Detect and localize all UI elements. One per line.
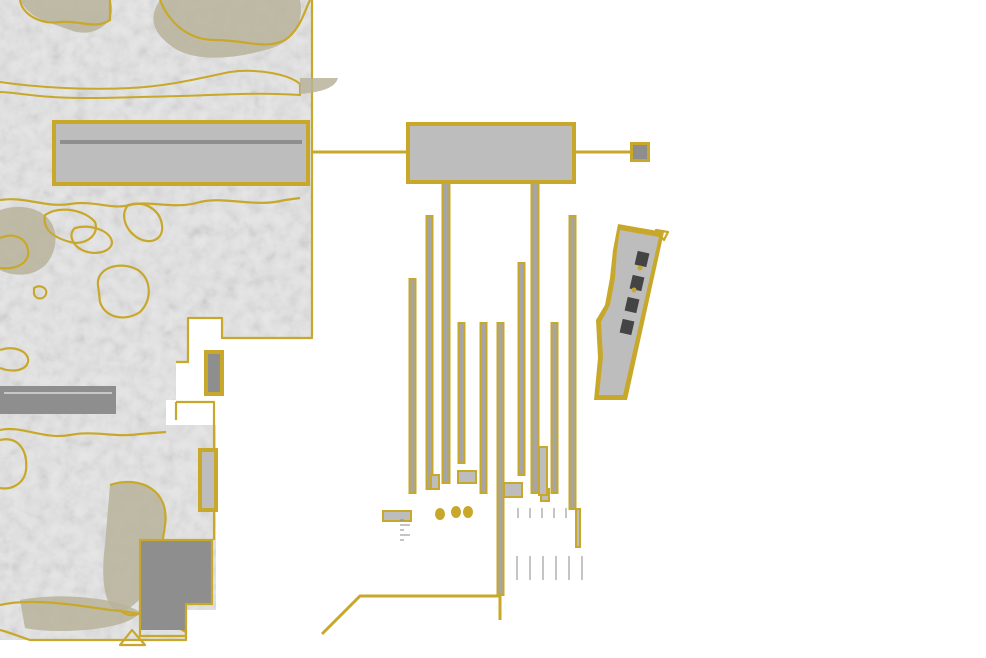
terminal-icon xyxy=(406,122,576,184)
building-long-middle xyxy=(0,386,116,414)
building-module xyxy=(624,296,640,314)
zone-west-small xyxy=(32,285,48,300)
road-south xyxy=(320,594,502,636)
pier-end-building-roof xyxy=(384,512,410,520)
pier-surface xyxy=(443,184,449,482)
pier-surface xyxy=(481,324,486,492)
plan-shape xyxy=(4,392,112,394)
zone-top-center xyxy=(158,0,311,46)
plan-shape xyxy=(202,452,214,508)
zone-bottom-arrow xyxy=(118,628,147,647)
zone-plaza-round xyxy=(96,264,150,319)
building-block-south-outline xyxy=(138,538,214,638)
pier-group xyxy=(408,182,577,596)
zone-central-lobes-2 xyxy=(123,202,164,243)
pier-surface xyxy=(519,264,524,474)
building-small-east-1 xyxy=(204,350,224,396)
bollard-icon xyxy=(451,506,461,518)
pier-end-building-roof xyxy=(459,472,475,482)
plan-shape xyxy=(208,354,220,392)
zone-central-lobes-3 xyxy=(70,225,114,254)
building-small-east-2 xyxy=(198,448,218,512)
pier-surface xyxy=(427,217,432,488)
building-module xyxy=(619,318,635,336)
zone-west-blob xyxy=(0,234,30,270)
street-outline-east xyxy=(174,400,216,540)
terminal-complex xyxy=(312,122,650,184)
pier-end-building-roof xyxy=(505,484,521,496)
angled-building-body xyxy=(599,230,659,395)
building-long-upper xyxy=(52,120,310,186)
pier-end-building-roof xyxy=(577,510,579,546)
building-module xyxy=(634,250,650,268)
urban-east-edge xyxy=(176,0,314,364)
plan-shape xyxy=(0,386,116,414)
zone-west-mid xyxy=(0,347,30,372)
pier-surface xyxy=(570,217,575,508)
pier-surface xyxy=(552,324,557,492)
urban-area-left xyxy=(0,0,338,647)
vegetation-west xyxy=(0,206,56,275)
plan-shape xyxy=(320,594,502,636)
angled-building-tip xyxy=(654,228,670,242)
angled-building-modules xyxy=(619,250,650,336)
building-module xyxy=(629,274,645,292)
pier-tip-grey xyxy=(300,78,338,94)
zone-lower-left xyxy=(0,438,28,490)
zone-central-lobes xyxy=(43,208,98,244)
pier-end-building-roof xyxy=(540,448,546,494)
bollard-icon xyxy=(435,508,445,520)
plan-shape xyxy=(60,140,302,144)
vegetation-south xyxy=(20,596,140,632)
zone-upper-left-blob xyxy=(18,0,112,26)
building-block-south xyxy=(140,540,212,630)
bollard-icon xyxy=(463,506,473,518)
pier-surface xyxy=(410,280,415,492)
pier-surface xyxy=(459,324,464,462)
pier-end-building-roof xyxy=(432,476,438,488)
plan-shape xyxy=(633,145,647,159)
pier-surface xyxy=(498,324,503,594)
pier-surface xyxy=(532,184,538,492)
pier-details xyxy=(382,446,583,580)
zone-lower-boundary xyxy=(0,427,167,438)
vegetation-top-center xyxy=(153,0,301,58)
building-icon-small xyxy=(630,142,650,162)
plan-shape xyxy=(410,126,572,180)
building-angled-east xyxy=(594,224,670,400)
building-marker xyxy=(631,287,637,293)
plan-shape xyxy=(56,124,306,182)
building-marker xyxy=(637,265,643,271)
